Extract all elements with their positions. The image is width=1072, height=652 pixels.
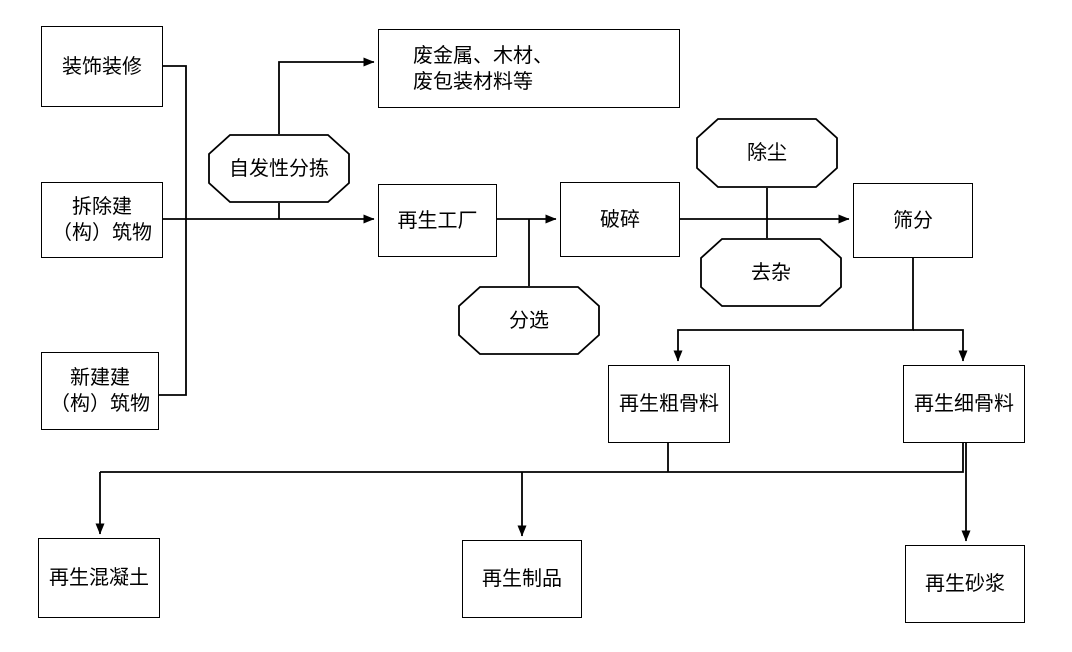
node-dust-removal[interactable]: 除尘 — [696, 118, 838, 188]
node-label: 再生工厂 — [397, 207, 478, 232]
node-label: 新建建 （构）筑物 — [50, 365, 150, 415]
node-recycled-products[interactable]: 再生制品 — [462, 540, 582, 618]
node-label: 自发性分拣 — [229, 155, 329, 180]
octagon-shape — [696, 118, 838, 188]
octagon-shape — [458, 286, 600, 355]
node-label: 筛分 — [893, 207, 933, 232]
edge-decoration-to-trunk — [163, 65, 187, 219]
node-impurity-removal[interactable]: 去杂 — [700, 238, 842, 307]
node-label: 去杂 — [751, 259, 791, 284]
edge-sorting-to-scrap — [278, 57, 375, 134]
node-demolition-structures[interactable]: 拆除建 （构）筑物 — [41, 182, 163, 258]
node-label: 再生细骨料 — [914, 391, 1014, 416]
node-label: 除尘 — [747, 140, 787, 165]
node-spontaneous-sorting[interactable]: 自发性分拣 — [208, 134, 350, 203]
node-recycled-mortar[interactable]: 再生砂浆 — [905, 545, 1025, 623]
edge-fine-to-bar — [100, 443, 964, 473]
node-label: 分选 — [509, 307, 549, 332]
node-recycled-concrete[interactable]: 再生混凝土 — [38, 538, 160, 618]
node-crushing[interactable]: 破碎 — [560, 182, 680, 257]
node-recycled-coarse-aggregate[interactable]: 再生粗骨料 — [608, 365, 730, 443]
octagon-shape — [208, 134, 350, 203]
node-screening[interactable]: 筛分 — [853, 183, 973, 258]
node-label: 废金属、木材、 废包装材料等 — [413, 42, 553, 93]
node-label: 再生制品 — [482, 566, 562, 591]
node-decoration-renovation[interactable]: 装饰装修 — [41, 26, 163, 107]
node-scrap-materials[interactable]: 废金属、木材、 废包装材料等 — [378, 29, 680, 108]
node-recycling-plant[interactable]: 再生工厂 — [378, 184, 497, 257]
node-label: 再生砂浆 — [925, 571, 1005, 596]
node-label: 再生混凝土 — [49, 565, 149, 590]
node-separation[interactable]: 分选 — [458, 286, 600, 355]
node-label: 再生粗骨料 — [619, 391, 719, 416]
node-label: 装饰装修 — [62, 53, 142, 78]
edge-newconstruction-to-trunk — [159, 219, 187, 396]
node-label: 破碎 — [600, 206, 640, 231]
node-new-construction-structures[interactable]: 新建建 （构）筑物 — [41, 352, 159, 430]
node-recycled-fine-aggregate[interactable]: 再生细骨料 — [903, 365, 1025, 443]
edge-screening-to-fine — [913, 329, 968, 362]
node-label: 拆除建 （构）筑物 — [52, 194, 152, 244]
